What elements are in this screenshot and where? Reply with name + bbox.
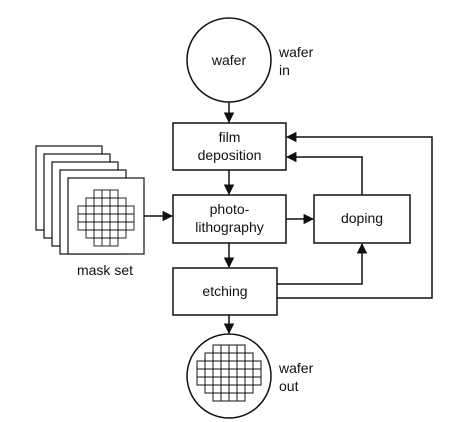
mask-set-stack — [35, 145, 145, 255]
wafer-out-side-line2: out — [279, 378, 299, 394]
film-deposition-line1: film — [218, 129, 241, 145]
photolithography-line1: photo- — [209, 201, 250, 217]
mask-set-label: mask set — [76, 262, 133, 278]
wafer-in-side-line1: wafer — [279, 44, 314, 60]
wafer-in-side-line2: in — [279, 62, 290, 78]
mask-pattern-grid — [77, 189, 135, 247]
etching-label: etching — [202, 283, 248, 299]
photolithography-line2: lithography — [195, 219, 264, 235]
film-deposition-line2: deposition — [197, 147, 262, 163]
arrow-etching-to-doping — [277, 242, 368, 285]
flow-arrows — [144, 102, 433, 335]
arrow-doping-to-film — [285, 151, 363, 195]
doping-box — [313, 194, 411, 244]
wafer-out-die-grid — [196, 344, 262, 402]
wafer-in-label: wafer — [211, 51, 247, 68]
wafer-out-side-line1: wafer — [279, 360, 314, 376]
etching-box — [172, 267, 278, 316]
doping-label: doping — [340, 210, 384, 226]
arrow-etching-loop-to-film — [277, 131, 433, 299]
film-deposition-box — [172, 122, 287, 171]
